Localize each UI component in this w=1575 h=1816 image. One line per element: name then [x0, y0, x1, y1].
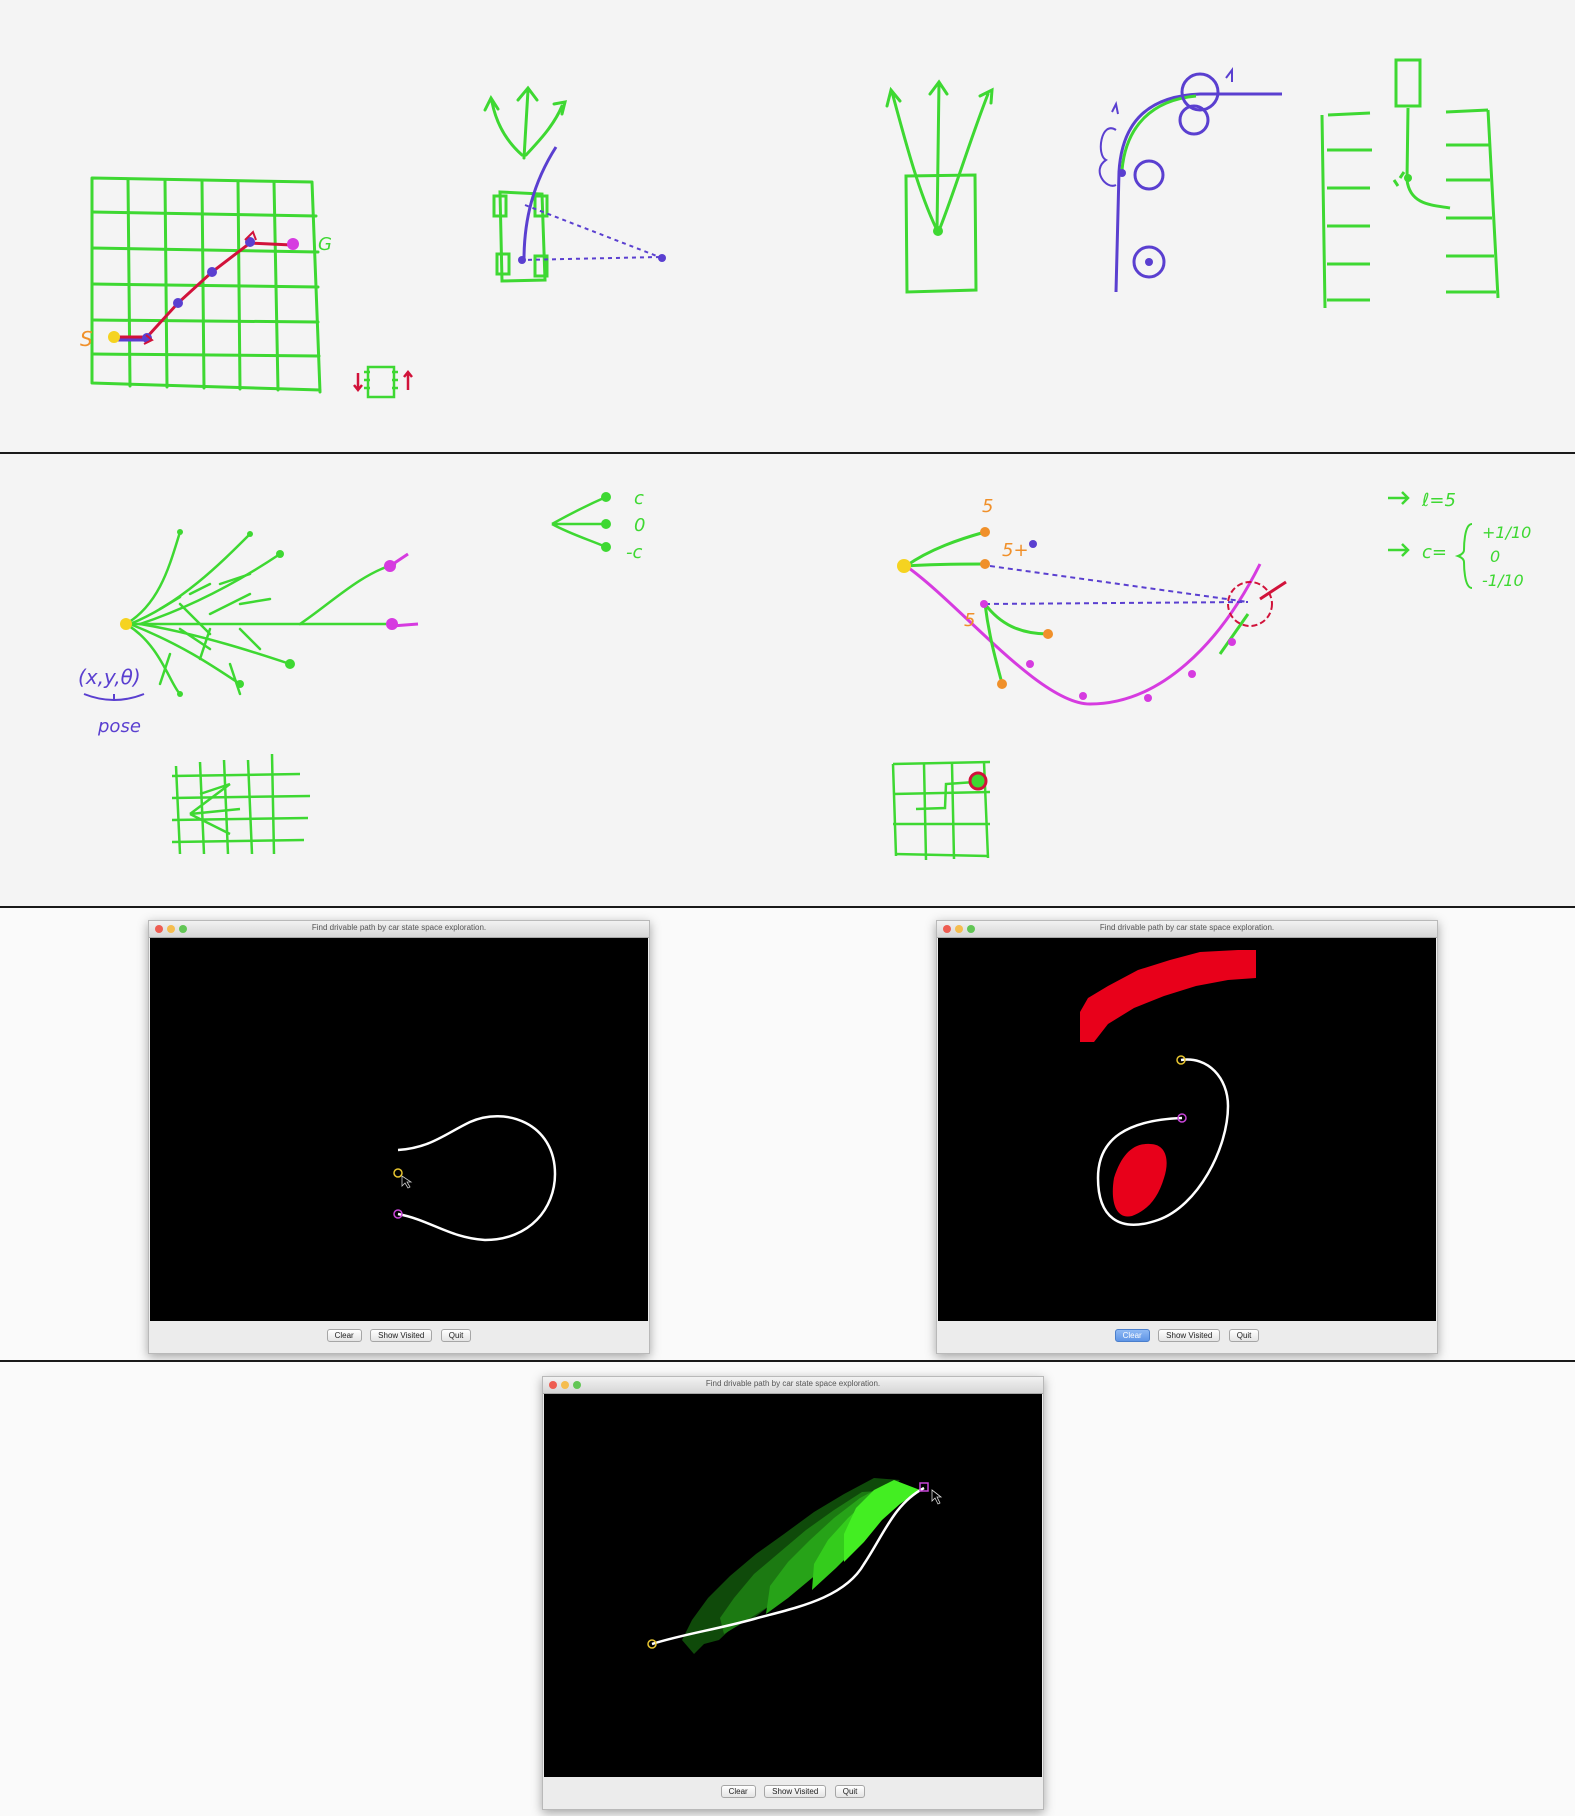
car-tile-icon	[364, 365, 398, 399]
grid-tree-sketch	[171, 753, 311, 855]
start-label: S	[80, 327, 93, 351]
app-window-2[interactable]: Find drivable path by car state space ex…	[936, 920, 1438, 1354]
start-marker	[393, 1209, 403, 1219]
window-title: Find drivable path by car state space ex…	[311, 923, 487, 932]
window-title: Find drivable path by car state space ex…	[1099, 923, 1275, 932]
lattice-plan-sketch	[905, 530, 1287, 706]
clear-button[interactable]: Clear	[720, 1785, 756, 1798]
path-canvas[interactable]	[150, 938, 648, 1321]
band-divider	[0, 1360, 1575, 1362]
grid-search-sketch	[90, 176, 322, 394]
grid-path-red	[114, 241, 293, 339]
app-band-2: Find drivable path by car state space ex…	[0, 1362, 1575, 1816]
parking-sketch	[1320, 58, 1500, 309]
goal-marker	[919, 1482, 929, 1492]
visited-states-region	[682, 1478, 920, 1654]
step-plus-label: 5+	[1002, 540, 1029, 561]
window-titlebar[interactable]: Find drivable path by car state space ex…	[543, 1377, 1043, 1394]
car-arrows-sketch-2	[885, 79, 994, 294]
clear-button[interactable]: Clear	[1114, 1329, 1150, 1342]
curvature-value-zero: 0	[1490, 547, 1500, 566]
quit-button[interactable]: Quit	[440, 1329, 472, 1342]
step-label-top: 5	[982, 496, 993, 517]
car-arrows-sketch	[483, 85, 568, 160]
mouse-cursor-icon	[931, 1489, 943, 1505]
maximize-window-icon[interactable]	[179, 925, 187, 933]
drivable-path	[651, 1486, 925, 1646]
turning-paths-sketch	[1098, 67, 1282, 293]
window-titlebar[interactable]: Find drivable path by car state space ex…	[937, 921, 1437, 938]
whiteboard-band-2: (x,y,θ) pose c 0 -c 5 5+ 5	[0, 454, 1575, 906]
curvature-label-c: c	[634, 488, 644, 509]
start-marker	[1176, 1055, 1186, 1065]
step-label-bottom: 5	[964, 610, 975, 631]
maximize-window-icon[interactable]	[967, 925, 975, 933]
curvature-value-minus: -1/10	[1482, 571, 1524, 590]
curvature-label-minus-c: -c	[626, 542, 642, 563]
button-bar: Clear Show Visited Quit	[149, 1325, 649, 1347]
drivable-path	[1096, 1058, 1230, 1226]
goal-label: G	[318, 234, 332, 255]
start-marker	[647, 1639, 657, 1649]
curvature-equation: c=	[1422, 542, 1447, 563]
path-canvas[interactable]	[938, 938, 1436, 1321]
whiteboard-band-1: S G	[0, 0, 1575, 452]
close-window-icon[interactable]	[943, 925, 951, 933]
minimize-window-icon[interactable]	[167, 925, 175, 933]
quit-button[interactable]: Quit	[1228, 1329, 1260, 1342]
band-divider	[0, 452, 1575, 454]
curvature-label-0: 0	[634, 515, 645, 536]
show-visited-button[interactable]: Show Visited	[1158, 1329, 1221, 1342]
pose-tuple: (x,y,θ)	[78, 665, 141, 689]
app-band-1: Find drivable path by car state space ex…	[0, 908, 1575, 1360]
button-bar: Clear Show Visited Quit	[543, 1781, 1043, 1803]
goal-marker	[1177, 1113, 1187, 1123]
length-equation: ℓ=5	[1421, 490, 1456, 511]
show-visited-button[interactable]: Show Visited	[764, 1785, 827, 1798]
quit-button[interactable]: Quit	[834, 1785, 866, 1798]
curvature-value-plus: +1/10	[1482, 523, 1531, 542]
close-window-icon[interactable]	[155, 925, 163, 933]
exploration-tree-sketch	[124, 530, 397, 696]
obstacle-arc	[1080, 950, 1256, 1042]
band-divider	[0, 906, 1575, 908]
path-canvas[interactable]	[544, 1394, 1042, 1777]
obstacle-blob	[1112, 1143, 1167, 1217]
button-bar: Clear Show Visited Quit	[937, 1325, 1437, 1347]
goal-marker	[393, 1168, 403, 1178]
mouse-cursor-icon	[401, 1175, 413, 1189]
car-body-sketch	[492, 190, 549, 283]
clear-button[interactable]: Clear	[326, 1329, 362, 1342]
drivable-path	[397, 1114, 557, 1242]
window-titlebar[interactable]: Find drivable path by car state space ex…	[149, 921, 649, 938]
curvature-fan-sketch	[551, 495, 607, 549]
close-window-icon[interactable]	[549, 1381, 557, 1389]
pose-word: pose	[97, 716, 141, 737]
app-window-1[interactable]: Find drivable path by car state space ex…	[148, 920, 650, 1354]
app-window-3[interactable]: Find drivable path by car state space ex…	[542, 1376, 1044, 1810]
maximize-window-icon[interactable]	[573, 1381, 581, 1389]
show-visited-button[interactable]: Show Visited	[370, 1329, 433, 1342]
small-grid-sketch	[891, 760, 991, 861]
minimize-window-icon[interactable]	[955, 925, 963, 933]
window-title: Find drivable path by car state space ex…	[705, 1379, 881, 1388]
minimize-window-icon[interactable]	[561, 1381, 569, 1389]
